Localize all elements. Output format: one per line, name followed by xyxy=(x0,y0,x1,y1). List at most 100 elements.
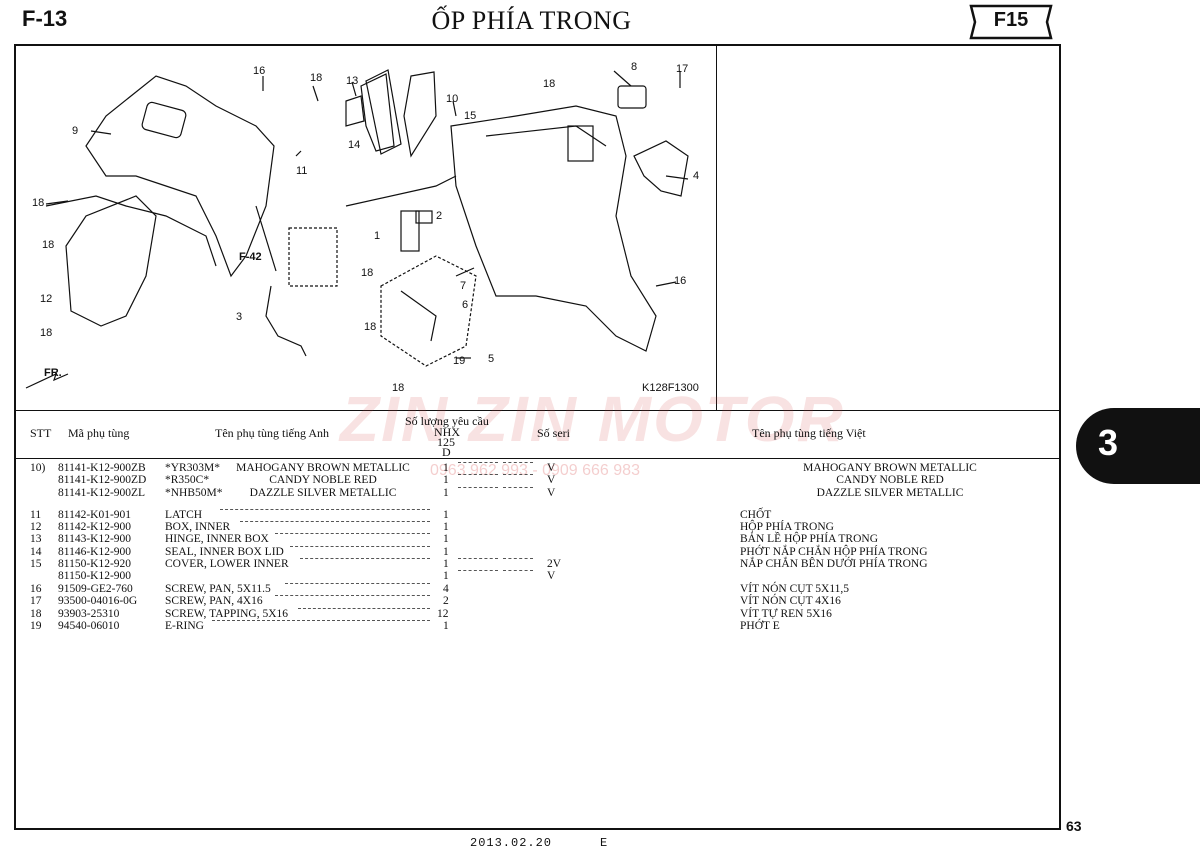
inner-box-part xyxy=(65,195,157,327)
dash-filler xyxy=(458,487,498,488)
lower-inner-cover-part xyxy=(450,105,657,352)
callout-label: 12 xyxy=(40,293,52,305)
table-row: 19 94540-06010 E-RING 1 PHỚT E xyxy=(0,620,1060,633)
row-stt: 19 xyxy=(30,620,42,632)
callout-label: 6 xyxy=(462,299,468,311)
row-part-no: 93500-04016-0G xyxy=(58,595,138,607)
table-row: 13 81143-K12-900 HINGE, INNER BOX 1 BẢN … xyxy=(0,533,1060,546)
row-part-no: 81142-K01-901 xyxy=(58,509,132,521)
table-top-divider xyxy=(14,410,1061,411)
callout-label: 17 xyxy=(676,63,688,75)
table-row: 16 91509-GE2-760 SCREW, PAN, 5X11.5 4 VÍ… xyxy=(0,583,1060,596)
dash-filler xyxy=(275,595,430,596)
row-qty: 1 xyxy=(443,533,449,545)
front-label: FR. xyxy=(44,367,62,379)
page-frame xyxy=(14,44,1061,830)
dash-filler xyxy=(220,509,430,510)
row-name-en: SCREW, TAPPING, 5X16 xyxy=(165,608,289,620)
row-name-vn: PHỚT NẮP CHẮN HỘP PHÍA TRONG xyxy=(740,546,928,558)
row-serial: V xyxy=(547,462,556,474)
row-qty: 12 xyxy=(437,608,449,620)
row-name-vn: CANDY NOBLE RED xyxy=(836,474,944,486)
row-qty: 1 xyxy=(443,487,449,499)
callout-label: 13 xyxy=(346,75,358,87)
row-part-no: 81141-K12-900ZL xyxy=(58,487,146,499)
dash-filler xyxy=(458,462,498,463)
row-name-vn: NẮP CHẮN BÊN DƯỚI PHÍA TRONG xyxy=(740,558,928,570)
callout-label: 18 xyxy=(310,72,322,84)
dash-filler xyxy=(298,608,430,609)
row-name-en: SEAL, INNER BOX LID xyxy=(165,546,284,558)
callout-label: 15 xyxy=(464,110,476,122)
diagram-ref-code: K128F1300 xyxy=(642,382,699,394)
row-name-en: SCREW, PAN, 4X16 xyxy=(165,595,263,607)
badge-outline-icon xyxy=(969,4,1053,40)
section-tab-number: 3 xyxy=(1098,422,1119,463)
table-header-divider xyxy=(14,458,1061,459)
callout-label: 16 xyxy=(253,65,265,77)
row-qty: 1 xyxy=(443,620,449,632)
callout-label: 11 xyxy=(296,165,307,177)
row-name-vn: CHỐT xyxy=(740,509,772,521)
row-name-vn: BẢN LỀ HỘP PHÍA TRONG xyxy=(740,533,879,545)
row-name-en: MAHOGANY BROWN METALLIC xyxy=(236,462,410,474)
row-name-vn: VÍT NÓN CỤT 5X11,5 xyxy=(740,583,850,595)
row-serial: V xyxy=(547,474,556,486)
dash-filler xyxy=(503,487,533,488)
callout-label: 14 xyxy=(348,139,360,151)
section-tab: 3 xyxy=(1076,408,1200,484)
dash-filler xyxy=(458,558,498,559)
row-name-en: DAZZLE SILVER METALLIC xyxy=(249,487,397,499)
exploded-parts-diagram: 16 18 13 10 8 17 9 11 18 15 4 18 14 2 1 … xyxy=(25,61,699,394)
row-stt: 18 xyxy=(30,608,42,620)
row-part-no: 81146-K12-900 xyxy=(58,546,132,558)
callout-label: 7 xyxy=(460,280,466,292)
row-part-no: 81142-K12-900 xyxy=(58,521,132,533)
header-name-en: Tên phụ tùng tiếng Anh xyxy=(215,426,329,440)
row-name-vn: VÍT TỰ REN 5X16 xyxy=(740,608,832,620)
row-part-no: 81143-K12-900 xyxy=(58,533,132,545)
dash-filler xyxy=(503,558,533,559)
callout-label: 18 xyxy=(543,78,555,90)
row-name-en: COVER, LOWER INNER xyxy=(165,558,289,570)
row-part-no: 91509-GE2-760 xyxy=(58,583,133,595)
row-name-en: LATCH xyxy=(165,509,203,521)
row-name-en: CANDY NOBLE RED xyxy=(269,474,377,486)
row-part-no: 81141-K12-900ZB xyxy=(58,462,146,474)
row-name-vn: VÍT NÓN CỤT 4X16 xyxy=(740,595,841,607)
callout-label: 18 xyxy=(392,382,404,394)
header-qty-title: Số lượng yêu cầu xyxy=(405,414,489,428)
callout-label: 19 xyxy=(453,355,465,367)
row-part-no: 81141-K12-900ZD xyxy=(58,474,147,486)
row-name-en: BOX, INNER xyxy=(165,521,231,533)
row-qty: 1 xyxy=(443,509,449,521)
row-qty: 1 xyxy=(443,462,449,474)
dash-filler xyxy=(290,546,430,547)
table-row: 10) 81141-K12-900ZB *YR303M* MAHOGANY BR… xyxy=(0,462,1060,475)
dash-filler xyxy=(458,474,498,475)
diagram-divider xyxy=(716,44,717,410)
row-stt: 14 xyxy=(30,546,42,558)
callout-label: 18 xyxy=(42,239,54,251)
row-color-code: *R350C* xyxy=(165,474,210,486)
callout-label: 10 xyxy=(446,93,458,105)
callout-label: 16 xyxy=(674,275,686,287)
page-number: 63 xyxy=(1066,818,1082,834)
footer-edition: E xyxy=(600,836,608,850)
page-code-left: F-13 xyxy=(22,6,68,31)
row-part-no: 81150-K12-900 xyxy=(58,570,132,582)
row-qty: 2 xyxy=(443,595,449,607)
dash-filler xyxy=(275,533,430,534)
row-part-no: 81150-K12-920 xyxy=(58,558,132,570)
callout-label: 2 xyxy=(436,210,442,222)
row-qty: 1 xyxy=(443,474,449,486)
table-row: 81141-K12-900ZD *R350C* CANDY NOBLE RED … xyxy=(0,474,1060,487)
dash-filler xyxy=(503,462,533,463)
row-color-code: *NHB50M* xyxy=(165,487,223,499)
header-serial: Số seri xyxy=(537,426,570,440)
table-row: 12 81142-K12-900 BOX, INNER 1 HỘP PHÍA T… xyxy=(0,521,1060,534)
row-name-en: HINGE, INNER BOX xyxy=(165,533,269,545)
row-name-vn: MAHOGANY BROWN METALLIC xyxy=(803,462,977,474)
callout-label: 18 xyxy=(40,327,52,339)
dash-filler xyxy=(212,620,430,621)
